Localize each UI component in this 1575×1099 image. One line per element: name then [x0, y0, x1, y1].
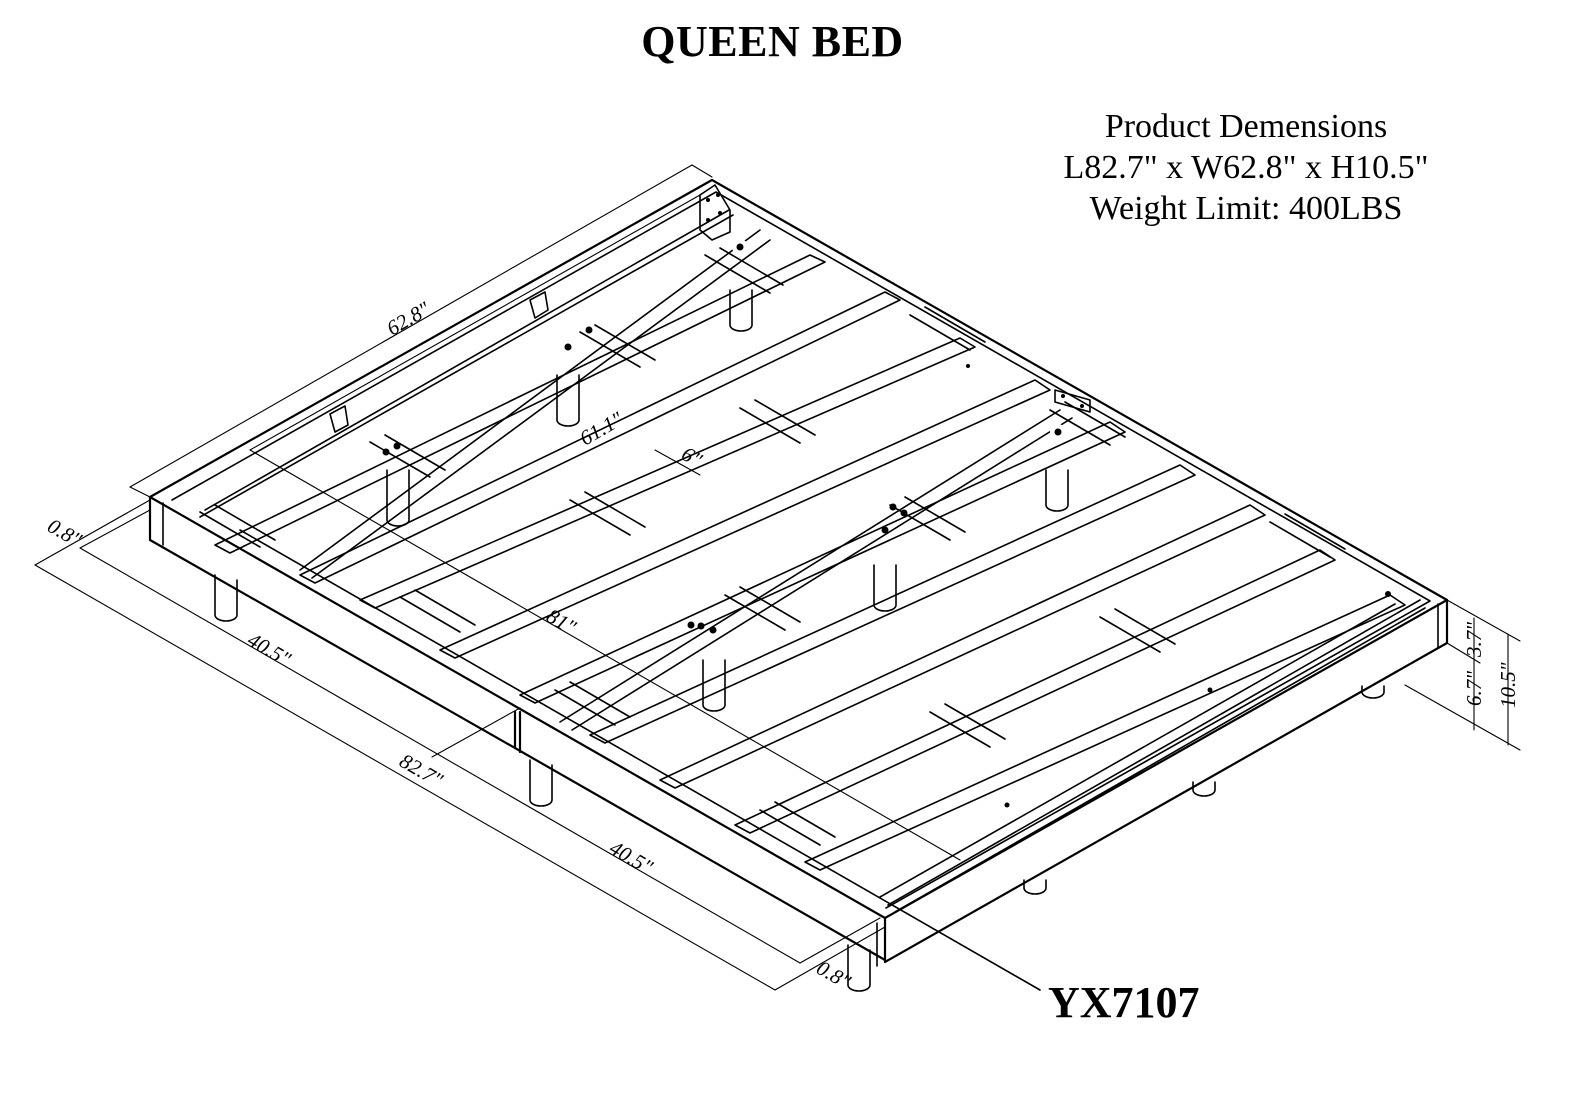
- label-inner-length: 81": [543, 604, 581, 640]
- label-rail-height: 3.7": [1462, 622, 1486, 658]
- back-rail: [199, 184, 734, 518]
- dimension-lines: [34, 164, 1521, 991]
- product-specs: Product Demensions L82.7" x W62.8" x H10…: [1040, 106, 1452, 229]
- specs-heading: Product Demensions: [1104, 108, 1388, 145]
- drawing-title: QUEEN BED: [641, 17, 904, 66]
- label-slat-spacing: 6": [678, 442, 707, 473]
- label-leg-height: 6.7": [1462, 671, 1486, 706]
- slats: [214, 254, 1406, 871]
- label-total-height: 10.5": [1496, 662, 1520, 708]
- ribs: [199, 247, 1346, 846]
- model-number: YX7107: [1048, 978, 1200, 1027]
- label-half-length-top: 40.5": [244, 628, 296, 672]
- front-rail: [879, 591, 1426, 913]
- bed-legs: [214, 289, 1385, 992]
- specs-weight-limit: Weight Limit: 400LBS: [1089, 190, 1403, 227]
- specs-dimensions: L82.7" x W62.8" x H10.5": [1063, 149, 1429, 186]
- label-width-overall: 62.8": [383, 297, 435, 341]
- hardware-bolts: [382, 239, 1091, 634]
- label-half-length-bottom: 40.5": [606, 836, 658, 880]
- label-left-edge-thickness: 0.8": [44, 514, 87, 552]
- dimension-labels: 62.8" 61.1" 6" 81" 0.8" 40.5" 82.7" 40.5…: [44, 297, 1521, 994]
